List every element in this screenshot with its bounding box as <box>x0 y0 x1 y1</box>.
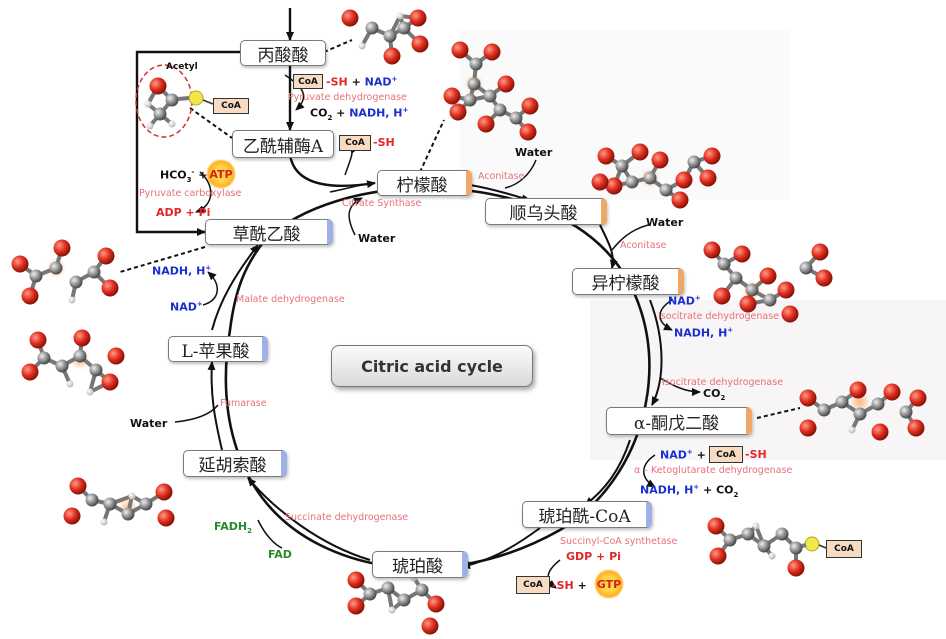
curve-idh-co2 <box>659 377 701 396</box>
alpha-ketoglutarate-molecule <box>799 381 927 441</box>
cis-aconitate-molecule <box>591 143 721 209</box>
enzyme-pyruvate-carboxylase: Pyruvate carboxylase <box>139 188 242 199</box>
akgdh-products: NADH, H+ + CO2 <box>640 483 739 499</box>
acetyl-label: Acetyl <box>166 62 198 72</box>
mdh-nad: NAD+ <box>170 300 203 314</box>
citrate-molecule <box>443 41 539 141</box>
hco3-label: HCO3- + <box>160 168 208 184</box>
idh-nad: NAD+ <box>668 294 701 308</box>
fumarate-molecule <box>63 477 175 527</box>
idh-nadh: NADH, H+ <box>674 326 734 340</box>
curve-mdh-nad <box>202 271 218 306</box>
enzyme-malate-dh: Malate dehydrogenase <box>236 294 345 305</box>
enzyme-succinyl-coa-synthetase: Succinyl-CoA synthetase <box>560 536 678 547</box>
curve-aconitase-water <box>504 159 537 189</box>
acetyl-ellipse <box>135 64 193 138</box>
oxaloacetate-molecule <box>11 239 119 305</box>
arrow-malate-to-oxaloacetate <box>211 244 259 331</box>
curve-sdh-fad <box>257 519 283 549</box>
metabolite-cis-aconitate: 顺乌头酸 <box>485 198 607 225</box>
sulfur-atom-2 <box>804 536 820 552</box>
fad-label: FAD <box>268 548 292 561</box>
curve-aconitase2-water <box>611 224 649 251</box>
metabolite-malate: L-苹果酸 <box>168 336 268 362</box>
pdh-products: CO2 + NADH, H+ <box>310 106 409 122</box>
idh-co2: CO2 <box>703 387 726 403</box>
water-citrate-synthase: Water <box>358 232 396 245</box>
arrow-pyruvate-to-oxaloacetate <box>135 50 240 236</box>
coa-tag-scs: CoA <box>516 576 550 594</box>
mdh-nadh: NADH, H+ <box>152 264 212 278</box>
coa-tag-akgdh: CoA <box>709 446 743 463</box>
metabolite-acetyl-coa: 乙酰辅酶A <box>232 130 334 158</box>
metabolite-fumarate: 延胡索酸 <box>183 450 287 477</box>
coa-tag-succinyl-molecule: CoA <box>826 540 862 558</box>
pyruvate-molecule <box>341 9 429 65</box>
curve-fumarase-water <box>174 404 219 423</box>
enzyme-isocitrate-dh-2: Isocitrate dehydrogenase <box>662 377 784 388</box>
acetyl-group <box>144 77 179 130</box>
akgdh-sh: -SH <box>745 448 767 461</box>
arrow-akg-to-succinylcoa <box>584 439 631 506</box>
scs-sh: -SH + <box>552 579 587 592</box>
curve-citrate-synthase-water <box>348 197 363 236</box>
molecule-models <box>11 9 927 635</box>
enzyme-isocitrate-dh-1: Isocitrate dehydrogenase <box>658 311 780 322</box>
enzyme-fumarase: Fumarase <box>220 398 267 409</box>
metabolite-alpha-ketoglutarate: α-酮戊二酸 <box>606 407 752 435</box>
arrow-fumarate-to-malate <box>207 361 223 451</box>
metabolite-succinate: 琥珀酸 <box>372 551 468 578</box>
arrow-isocitrate-to-akg <box>649 299 663 406</box>
fadh2-label: FADH2 <box>214 520 252 536</box>
atp-badge: ATP <box>206 159 236 189</box>
water-aconitase-2: Water <box>646 216 684 229</box>
enzyme-aconitase-1: Aconitase <box>478 171 525 182</box>
gdp-pi-label: GDP + Pi <box>566 550 621 563</box>
gtp-badge: GTP <box>594 569 624 599</box>
adp-pi-label: ADP + Pi <box>156 206 211 219</box>
malate-molecule <box>21 329 125 396</box>
arrow-aconitate-to-isocitrate <box>599 224 618 269</box>
enzyme-aconitase-2: Aconitase <box>620 240 667 251</box>
metabolite-citrate: 柠檬酸 <box>377 170 472 196</box>
enzyme-pyruvate-dehydrogenase: Pyruvate dehydrogenase <box>288 92 407 103</box>
curve-scs-cofactors <box>547 559 561 589</box>
pdh-sh: -SH + NAD+ <box>326 75 398 89</box>
metabolite-oxaloacetate: 草酰乙酸 <box>205 219 333 245</box>
enzyme-succinate-dh: Succinate dehydrogenase <box>285 512 409 523</box>
diagram-title: Citric acid cycle <box>331 345 533 387</box>
succinate-molecule <box>347 571 445 635</box>
isocitrate-molecule <box>703 241 833 323</box>
metabolite-isocitrate: 异柠檬酸 <box>572 268 684 295</box>
water-aconitase-1: Water <box>515 146 553 159</box>
curve-idh-nad <box>659 299 673 331</box>
arrow-into-citrate <box>329 182 376 193</box>
arrow-succinylcoa-to-succinate <box>461 527 541 569</box>
metabolite-succinyl-coa: 琥珀酰-CoA <box>522 501 652 528</box>
sulfur-atom <box>188 90 204 106</box>
dashed-connectors <box>119 39 801 419</box>
curve-pc-cofactors <box>195 171 212 213</box>
coa-tag-citrate-synthase: CoA <box>339 135 371 151</box>
coa-tag-pdh: CoA <box>293 74 323 89</box>
arrow-acetylcoa-to-citrate <box>288 154 376 189</box>
enzyme-citrate-synthase: Citrate Synthase <box>342 198 422 209</box>
akgdh-nad: NAD+ + <box>660 448 706 462</box>
arrow-succinate-to-fumarate <box>247 477 371 561</box>
citrate-synthase-sh: -SH <box>373 136 395 149</box>
water-fumarase: Water <box>130 417 168 430</box>
enzyme-akg-dh: α – Ketoglutarate dehydrogenase <box>634 465 793 476</box>
succinyl-coa-molecule <box>707 517 805 577</box>
curve-pdh-cofactors <box>284 74 305 111</box>
metabolite-pyruvate: 丙酸酸 <box>240 40 326 66</box>
coa-tag-acetyl: CoA <box>213 98 249 114</box>
curve-akgdh-cofactors <box>643 454 656 488</box>
